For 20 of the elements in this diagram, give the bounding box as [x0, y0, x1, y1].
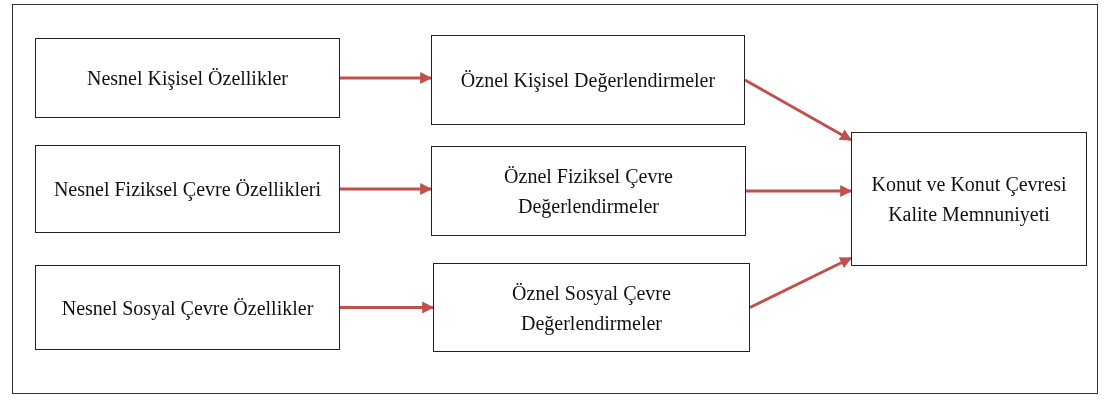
- process-box: [35, 38, 340, 118]
- box-label: Nesnel Sosyal Çevre Özellikler: [61, 295, 314, 322]
- arrow: [744, 78, 853, 142]
- process-box: [433, 263, 750, 352]
- arrow: [749, 256, 853, 309]
- box-label: Nesnel Kişisel Özellikler: [86, 66, 289, 92]
- box-label: Öznel Sosyal Çevre Değerlendirmeler: [511, 280, 672, 337]
- box-label: Öznel Kişisel Değerlendirmeler: [460, 68, 716, 94]
- arrow: [340, 72, 433, 84]
- process-box: [431, 146, 746, 236]
- process-box: [35, 265, 340, 350]
- process-box: [35, 145, 340, 233]
- box-label: Konut ve Konut Çevresi Kalite Memnuniyeti: [870, 172, 1068, 228]
- box-label: Öznel Fiziksel Çevre Değerlendirmeler: [503, 164, 674, 220]
- box-label: Nesnel Fiziksel Çevre Özellikleri: [53, 177, 322, 203]
- arrow: [340, 183, 433, 195]
- arrow: [340, 301, 435, 314]
- arrow: [746, 185, 853, 197]
- process-box: [431, 35, 745, 125]
- process-box: [851, 132, 1087, 266]
